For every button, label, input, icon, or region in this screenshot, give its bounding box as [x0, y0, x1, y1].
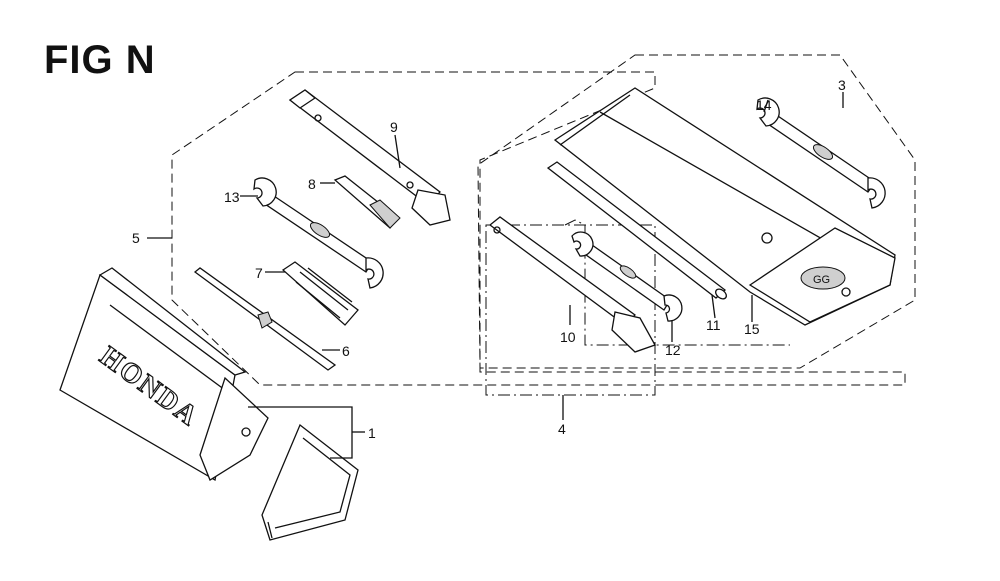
rod-11	[546, 161, 727, 300]
group-5-boundary	[171, 71, 906, 386]
rubber-cap-1	[261, 423, 359, 541]
group-4-boundary	[485, 224, 656, 396]
wrench-14	[756, 97, 886, 209]
group-4-inner	[564, 219, 790, 346]
callout-3: 3	[838, 77, 846, 93]
leader-lines	[147, 92, 844, 459]
triangle-case: HONDA	[59, 267, 269, 482]
callout-1: 1	[368, 425, 376, 441]
tool-bag: GG	[553, 87, 896, 326]
callout-5: 5	[132, 230, 140, 246]
callout-13: 13	[224, 189, 240, 205]
callout-4: 4	[558, 421, 566, 437]
socket-wrench-9	[288, 89, 451, 226]
callout-15: 15	[744, 321, 760, 337]
svg-text:GG: GG	[813, 274, 830, 286]
screwdriver-bit-8	[333, 175, 401, 229]
callout-8: 8	[308, 176, 316, 192]
callout-10: 10	[560, 329, 576, 345]
wrench-13	[253, 177, 384, 289]
callout-14: 14	[756, 97, 772, 113]
callout-12: 12	[665, 342, 681, 358]
screwdriver-handle-7	[281, 261, 359, 326]
figure-title: FIG N	[44, 38, 156, 82]
callout-9: 9	[390, 119, 398, 135]
wrench-12	[571, 231, 683, 322]
callout-7: 7	[255, 265, 263, 281]
screwdriver-shaft-6	[193, 267, 337, 371]
callout-11: 11	[706, 317, 721, 333]
socket-wrench-10	[488, 216, 656, 353]
callout-6: 6	[342, 343, 350, 359]
group-3-boundary	[477, 54, 916, 369]
